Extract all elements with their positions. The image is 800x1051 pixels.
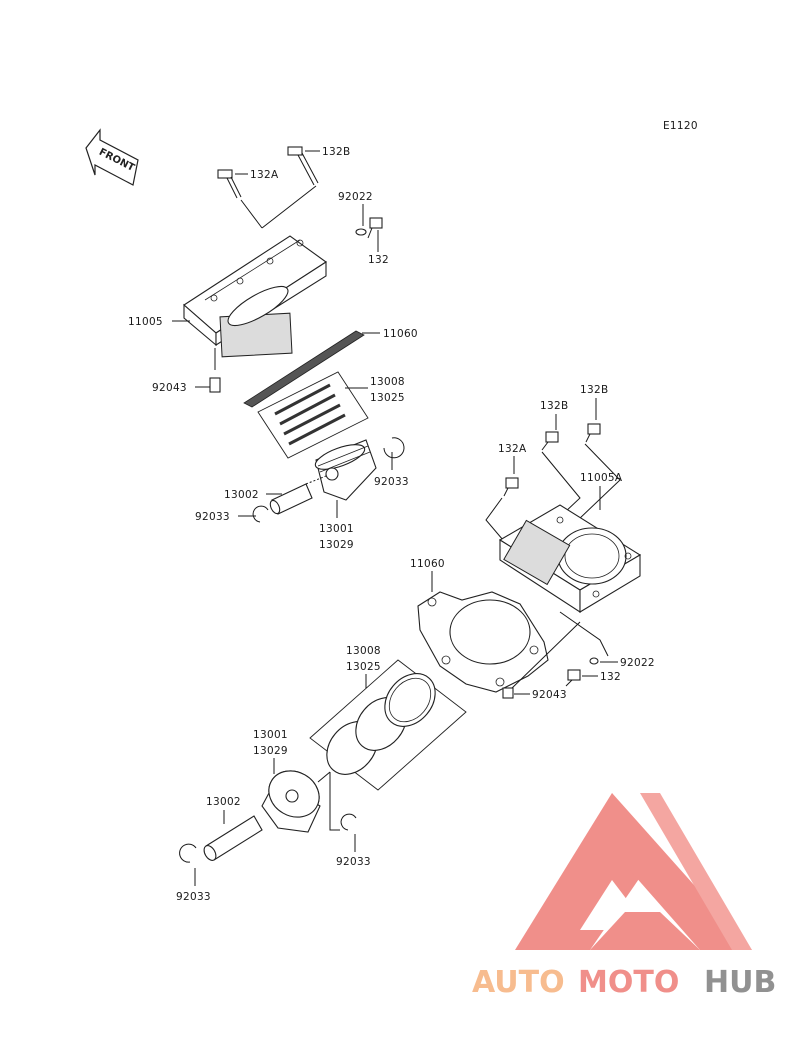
- label-132-rear: 132: [600, 671, 621, 683]
- label-11060-top: 11060: [383, 328, 418, 340]
- piston-pin-13002-top: [269, 475, 327, 515]
- guide-line: [509, 621, 581, 691]
- label-13002-rear: 13002: [206, 796, 241, 808]
- label-132b-rear-2: 132B: [540, 400, 568, 412]
- bolt-132-rear: [565, 669, 581, 687]
- guide-line: [240, 199, 263, 229]
- circlip-92033-top-right: [383, 437, 405, 459]
- label-132a-top: 132A: [250, 169, 279, 181]
- label-13029-rear: 13029: [253, 745, 288, 757]
- circlip-92033-top-left: [252, 505, 269, 523]
- label-92022-rear: 92022: [620, 657, 655, 669]
- washer-92022-top: [355, 228, 367, 236]
- label-13029-top: 13029: [319, 539, 354, 551]
- label-13008-rear: 13008: [346, 645, 381, 657]
- front-arrow-icon: FRONT: [85, 128, 139, 186]
- circlip-92033-rear-right: [340, 813, 357, 831]
- label-92033-top-left: 92033: [195, 511, 230, 523]
- bolt-132b-rear-2: [541, 431, 559, 451]
- logo-text-moto: MOTO: [578, 965, 679, 1000]
- label-92022-top: 92022: [338, 191, 373, 203]
- diagram-code: E1120: [663, 120, 698, 132]
- label-11060-rear: 11060: [410, 558, 445, 570]
- bolt-132b-top: [287, 146, 319, 186]
- guide-line: [559, 611, 609, 657]
- dowel-92043-top: [209, 377, 221, 393]
- circlip-92033-rear-left: [179, 843, 197, 863]
- bolt-132b-rear-1: [585, 423, 601, 443]
- piston-13001-rear: [261, 770, 331, 833]
- label-13001-top: 13001: [319, 523, 354, 535]
- label-13008-top: 13008: [370, 376, 405, 388]
- cylinder-11005: [183, 235, 327, 358]
- label-13025-top: 13025: [370, 392, 405, 404]
- gasket-11060-top: [243, 330, 365, 408]
- washer-92022-rear: [589, 657, 599, 665]
- bolt-132a-top: [217, 169, 242, 199]
- label-13001-rear: 13001: [253, 729, 288, 741]
- ring-set-13008-rear: [309, 659, 467, 791]
- bolt-132-top: [367, 217, 383, 239]
- label-132b-top: 132B: [322, 146, 350, 158]
- dowel-92043-rear: [502, 687, 514, 699]
- label-132-top: 132: [368, 254, 389, 266]
- label-13025-rear: 13025: [346, 661, 381, 673]
- guide-line: [577, 443, 621, 521]
- label-132a-rear: 132A: [498, 443, 527, 455]
- label-92043-top: 92043: [152, 382, 187, 394]
- bolt-132a-rear: [503, 477, 519, 497]
- automotohub-logo: AUTO MOTO HUB: [472, 793, 776, 1000]
- cylinder-11005a: [498, 504, 642, 614]
- logo-text-hub: HUB: [704, 965, 776, 1000]
- ring-set-13008-top: [257, 371, 369, 459]
- gasket-11060-rear: [417, 591, 549, 693]
- label-92043-rear: 92043: [532, 689, 567, 701]
- label-13002-top: 13002: [224, 489, 259, 501]
- label-11005-top: 11005: [128, 316, 163, 328]
- label-92033-rear-left: 92033: [176, 891, 211, 903]
- piston-pin-13002-rear: [203, 815, 263, 861]
- logo-text-auto: AUTO: [472, 965, 565, 1000]
- label-92033-rear-right: 92033: [336, 856, 371, 868]
- label-92033-top-right: 92033: [374, 476, 409, 488]
- label-132b-rear-1: 132B: [580, 384, 608, 396]
- piston-13001-top: [314, 439, 377, 501]
- label-11005a: 11005A: [580, 472, 623, 484]
- guide-line: [329, 772, 340, 831]
- guide-line: [261, 185, 317, 229]
